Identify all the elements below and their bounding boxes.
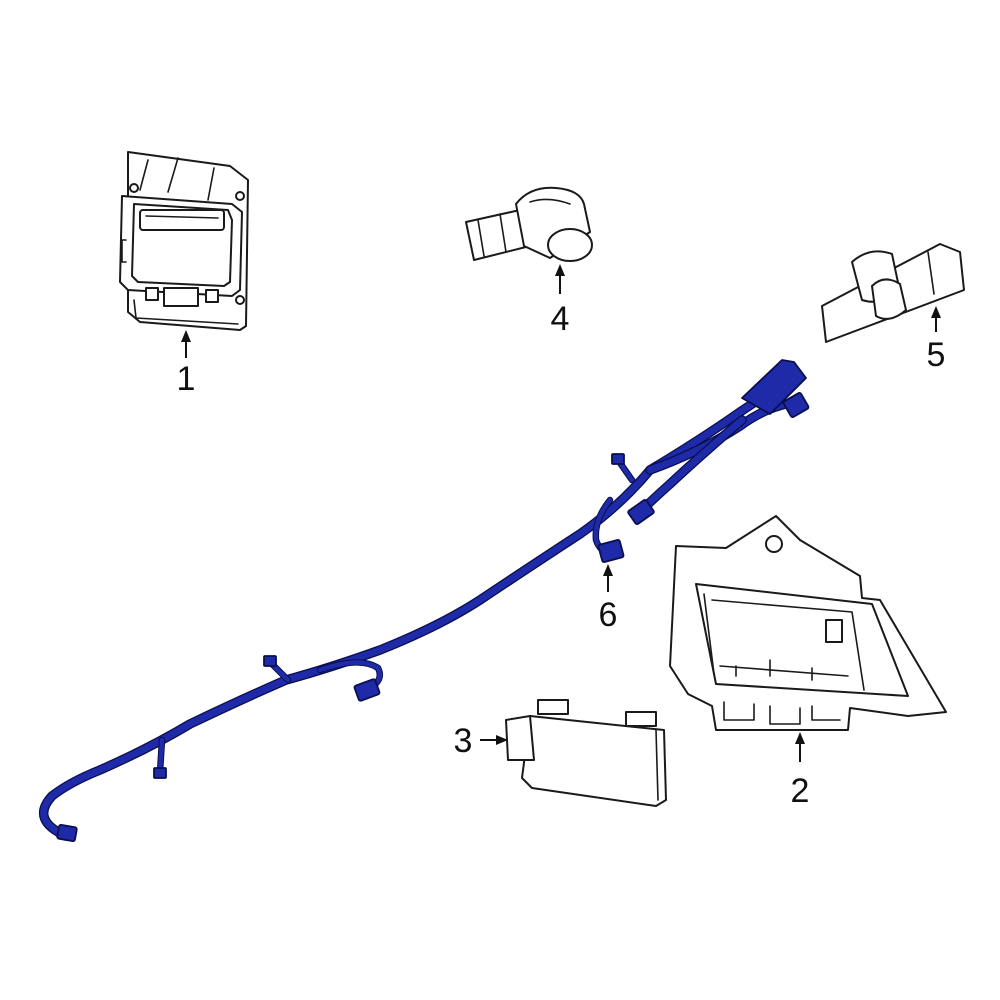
- harness-connector-mid: [627, 499, 655, 525]
- harness-connector-end: [56, 823, 78, 843]
- part-4-sensor[interactable]: [465, 186, 593, 262]
- callout-5-number: 5: [927, 336, 946, 374]
- part-5-sensor-bracket[interactable]: [821, 243, 965, 343]
- wiring-harness[interactable]: [38, 359, 810, 843]
- callout-3-number: 3: [454, 722, 473, 760]
- callout-6-leader: [603, 564, 613, 592]
- part-3-module[interactable]: [505, 699, 667, 807]
- harness-connector-upper: [782, 392, 810, 418]
- part-2-mounting-bracket[interactable]: [669, 515, 947, 731]
- callout-1-leader: [181, 330, 191, 358]
- harness-connector-left: [353, 678, 381, 702]
- harness-clip-2: [263, 655, 277, 667]
- callout-2-leader: [795, 732, 805, 762]
- harness-clip-1: [611, 453, 625, 465]
- callout-5-leader: [931, 306, 941, 332]
- callout-6-number: 6: [599, 596, 618, 634]
- callout-3-leader: [480, 735, 508, 745]
- callout-2-number: 2: [791, 772, 810, 810]
- callout-4-number: 4: [551, 300, 570, 338]
- harness-connector-top: [741, 359, 807, 415]
- part-1-control-module[interactable]: [119, 151, 249, 331]
- callout-1-number: 1: [177, 360, 196, 398]
- harness-clip-3: [153, 767, 167, 779]
- callout-4-leader: [555, 264, 565, 294]
- harness-connector-6: [597, 539, 625, 563]
